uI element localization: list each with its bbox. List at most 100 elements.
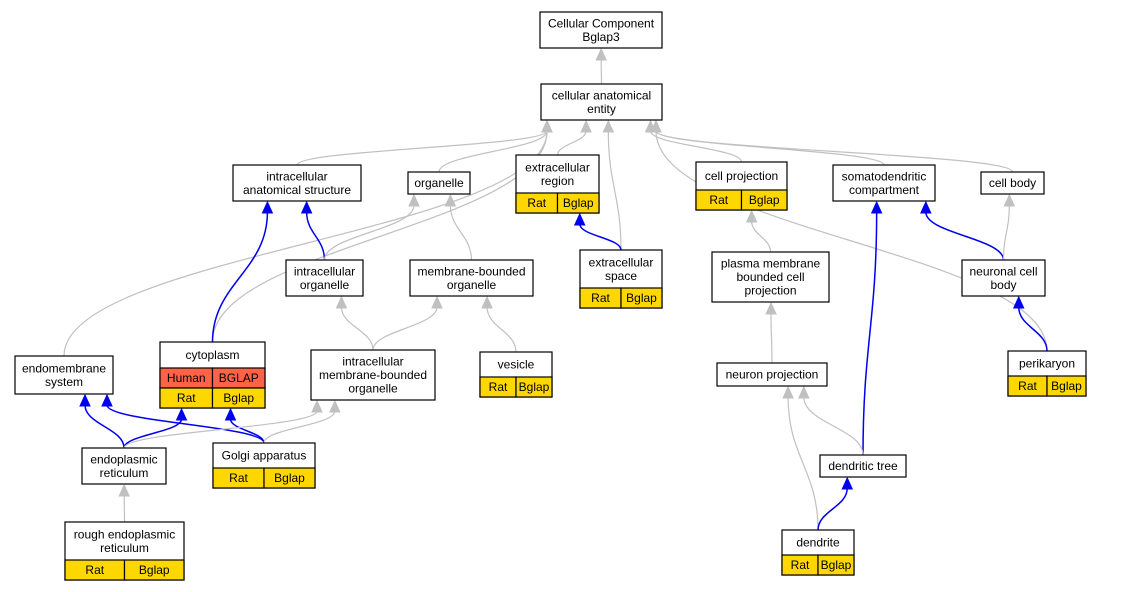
edge-gray <box>438 130 548 173</box>
node-label-line: entity <box>587 102 616 116</box>
node-label-line: neuronal cell <box>969 264 1037 278</box>
arrowhead <box>595 47 607 61</box>
species-label: Rat <box>85 563 104 577</box>
edge-gray <box>449 204 473 261</box>
gene-cell <box>123 559 185 581</box>
node-label-line: intracellular <box>294 264 355 278</box>
node-label-line: endomembrane <box>22 361 106 375</box>
arrowhead <box>261 200 274 214</box>
arrowhead <box>431 295 443 309</box>
node-label-line: projection <box>744 284 796 298</box>
node-dendritic-tree[interactable]: dendritic tree <box>819 454 907 478</box>
edge-gray <box>655 130 1014 173</box>
node-label-line: compartment <box>849 183 920 197</box>
node-label-line: cellular anatomical <box>552 88 651 102</box>
edge-gray <box>123 410 318 449</box>
node-label-line: organelle <box>348 382 398 396</box>
edge-blue <box>84 404 125 449</box>
arrowhead <box>573 212 586 226</box>
arrowhead <box>311 399 323 413</box>
arrowhead <box>101 393 113 407</box>
node-label-line: cell projection <box>705 169 778 183</box>
gene-label: Bglap <box>274 471 305 485</box>
node-label-line: perikaryon <box>1019 357 1075 371</box>
edge-gray <box>211 130 548 343</box>
node-label-line: reticulum <box>100 541 149 555</box>
gene-cell <box>515 376 553 398</box>
node-label-line: Golgi apparatus <box>222 449 307 463</box>
edge-blue <box>578 223 622 251</box>
gene-cell <box>740 189 788 211</box>
arrowhead <box>300 200 313 214</box>
gene-cell <box>620 287 663 309</box>
arrowhead <box>580 119 592 133</box>
edge-blue <box>862 211 878 456</box>
arrowhead <box>745 209 758 223</box>
node-label-line: vesicle <box>498 358 535 372</box>
node-box <box>832 164 936 202</box>
arrowhead <box>650 119 662 133</box>
edge-gray <box>803 396 864 456</box>
node-label-line: extracellular <box>589 255 654 269</box>
node-box <box>819 454 907 478</box>
node-label-line: region <box>541 174 574 188</box>
node-box <box>716 362 828 387</box>
edge-gray <box>770 312 773 364</box>
arrowhead <box>602 119 615 133</box>
node-box <box>310 349 436 401</box>
node-organelle[interactable]: organelle <box>407 171 471 195</box>
gene-cell <box>817 554 855 576</box>
edge-blue <box>211 211 269 343</box>
edge-blue <box>106 404 265 444</box>
node-box <box>285 259 364 297</box>
edge-blue <box>1017 306 1048 352</box>
node-label-line: membrane-bounded <box>319 368 427 382</box>
node-label-line: organelle <box>414 176 464 190</box>
gene-label: Bglap <box>1051 379 1082 393</box>
edge-gray <box>296 130 548 166</box>
edge-gray <box>263 410 336 444</box>
arrowhead <box>224 407 237 421</box>
node-label-line: plasma membrane <box>721 257 821 271</box>
arrowhead <box>1012 295 1025 309</box>
arrowhead <box>765 301 777 315</box>
node-label-line: organelle <box>447 278 497 292</box>
arrowhead <box>541 119 553 133</box>
edge-gray <box>649 130 743 163</box>
node-label-line: neuron projection <box>726 368 819 382</box>
edge-gray <box>787 396 819 531</box>
node-label-line: system <box>45 375 83 389</box>
node-box <box>540 83 663 121</box>
species-label: Rat <box>1018 379 1037 393</box>
gene-label: Bglap <box>821 558 852 572</box>
gene-cell <box>1046 375 1087 397</box>
node-box <box>539 11 663 49</box>
edge-blue <box>817 487 848 531</box>
arrowhead <box>1003 193 1016 207</box>
node-cell-body[interactable]: cell body <box>980 171 1045 195</box>
species-label: Rat <box>791 558 810 572</box>
node-neuron-projection[interactable]: neuron projection <box>716 362 828 387</box>
